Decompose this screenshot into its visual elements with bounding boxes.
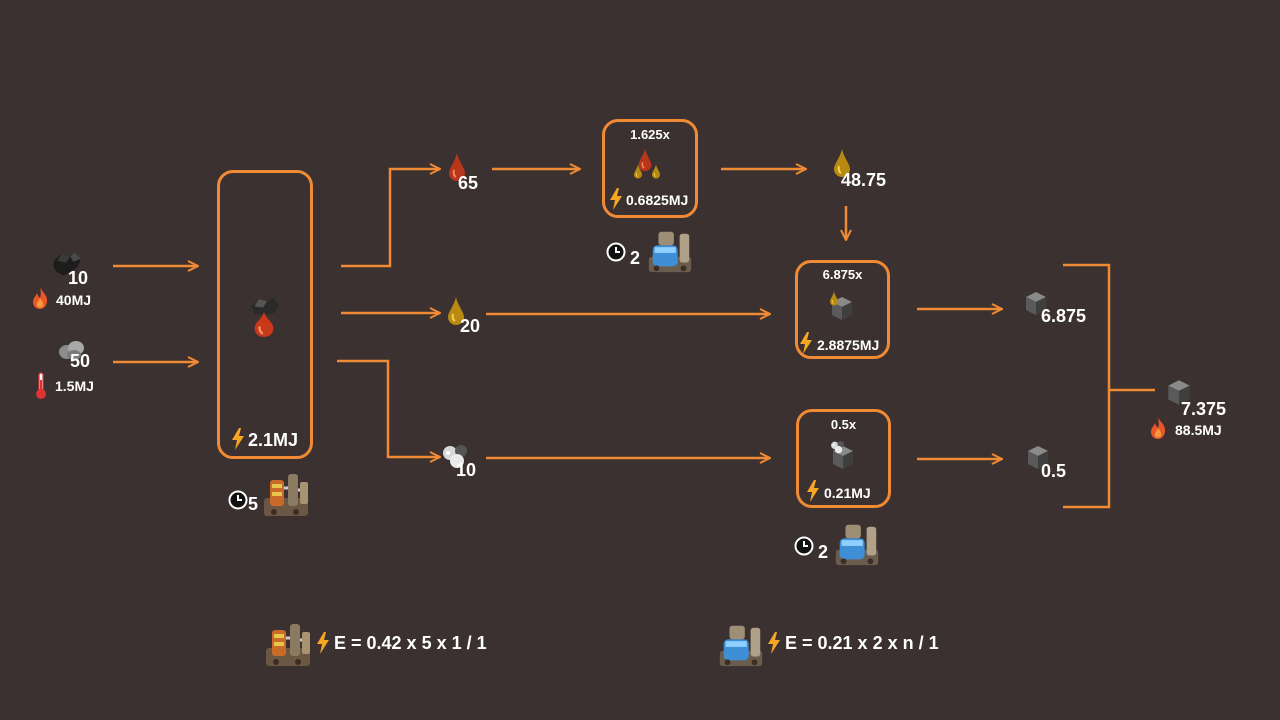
oil-refinery-icon — [262, 618, 314, 670]
energy-icon — [316, 632, 330, 654]
chemical-plant-icon — [832, 519, 882, 569]
solid-fuel-light-output: 6.875 — [1041, 306, 1087, 326]
solid-fuel-light-multiplier: 6.875x — [822, 267, 863, 282]
total-solid-fuel: 7.375 — [1181, 399, 1227, 419]
light-oil-icon — [651, 164, 661, 179]
chemical-plant-icon — [645, 226, 695, 276]
clock-icon — [228, 490, 248, 510]
light-oil-icon — [829, 291, 839, 306]
thermometer-icon — [35, 372, 47, 400]
liquefaction-recipe-box — [217, 170, 313, 459]
coal-amount: 10 — [68, 268, 89, 288]
cracking-recipe-box — [602, 119, 698, 218]
energy-icon — [609, 188, 623, 210]
merge-bracket — [1063, 263, 1111, 509]
solid-fuel-gas-energy: 0.21MJ — [824, 485, 871, 501]
liquefaction-time: 5 — [248, 494, 259, 514]
clock-icon — [606, 242, 626, 262]
chemical-plant-icon — [716, 620, 766, 670]
chemical-plant-energy-formula: E = 0.21 x 2 x n / 1 — [785, 633, 939, 653]
coal-energy: 40MJ — [56, 292, 92, 308]
solid-fuel-light-recipe-box — [795, 260, 890, 359]
energy-icon — [767, 632, 781, 654]
flame-icon — [1148, 416, 1168, 440]
flame-icon — [30, 286, 50, 310]
petroleum-gas-icon — [830, 440, 846, 454]
oil-refinery-icon — [260, 468, 312, 520]
heavy-oil-amount: 65 — [458, 173, 479, 193]
liquefaction-energy: 2.1MJ — [248, 430, 299, 450]
total-energy: 88.5MJ — [1175, 422, 1222, 438]
clock-icon — [794, 536, 814, 556]
cracking-multiplier: 1.625x — [630, 127, 670, 142]
refinery-energy-formula: E = 0.42 x 5 x 1 / 1 — [334, 633, 487, 653]
cracking-energy: 0.6825MJ — [626, 192, 689, 208]
stone-amount: 50 — [70, 351, 91, 371]
arrow-to-gas — [337, 359, 440, 457]
energy-icon — [231, 428, 245, 450]
stone-heat: 1.5MJ — [55, 378, 94, 394]
solid-fuel-gas-output: 0.5 — [1041, 461, 1067, 481]
solid-fuel-light-energy: 2.8875MJ — [817, 337, 880, 353]
arrow-to-heavy-oil — [341, 169, 440, 268]
gas-amount: 10 — [456, 460, 477, 480]
solid-fuel-gas-recipe-box — [796, 409, 891, 508]
light-oil-amount: 20 — [460, 316, 481, 336]
energy-icon — [806, 480, 820, 502]
coal-liquefaction-icon — [248, 296, 280, 338]
cracking-time: 2 — [630, 248, 641, 268]
light-oil-icon — [633, 164, 643, 179]
energy-icon — [799, 332, 813, 354]
cracked-light-oil-amount: 48.75 — [841, 170, 887, 190]
solid-fuel-gas-multiplier: 0.5x — [830, 417, 857, 432]
solid-fuel-gas-time: 2 — [818, 542, 829, 562]
